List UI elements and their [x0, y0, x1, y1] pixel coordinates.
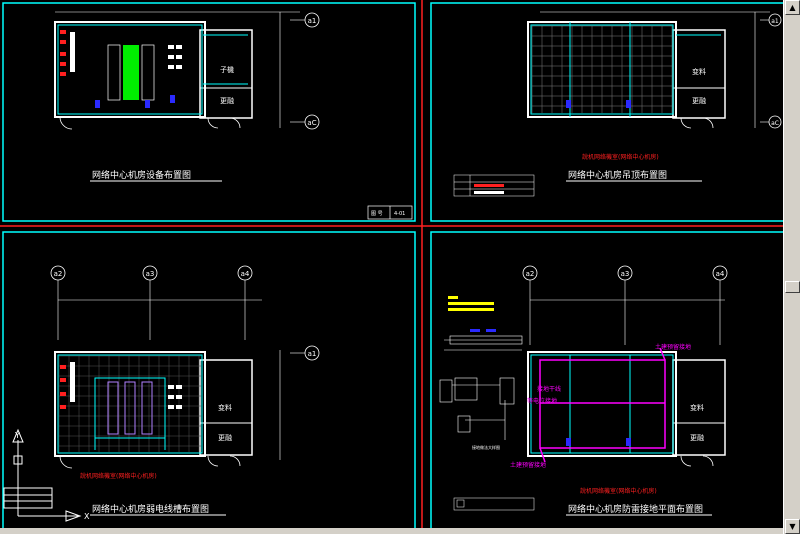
svg-text:图 号: 图 号	[371, 211, 383, 217]
svg-text:a1: a1	[308, 350, 317, 358]
svg-text:接地干线: 接地干线	[537, 385, 561, 393]
svg-text:更融: 更融	[692, 96, 706, 105]
svg-text:更融: 更融	[220, 96, 234, 105]
svg-text:子機: 子機	[220, 65, 234, 74]
svg-text:a1: a1	[771, 18, 779, 25]
sheet-borders	[2, 2, 783, 534]
svg-text:变料: 变料	[690, 403, 704, 412]
svg-text:a3: a3	[621, 270, 630, 278]
svg-text:說机网络機室(网络中心机房): 說机网络機室(网络中心机房)	[80, 472, 157, 480]
panel-1-title: 网络中心机房设备布置图	[92, 169, 191, 181]
svg-text:a4: a4	[716, 270, 725, 278]
panel-3-title: 网络中心机房弱电线槽布置图	[92, 503, 209, 515]
panel-2-plan: a1 aC 变料 更融 說机网络機室(网络中心机房) 网络中心机房吊顶布置图	[453, 11, 782, 197]
vertical-scrollbar[interactable]: ▲ ▼	[783, 0, 800, 534]
ucs-icon	[3, 428, 82, 522]
cursor-crosshair	[0, 0, 783, 534]
svg-text:a1: a1	[308, 17, 317, 25]
svg-text:a2: a2	[54, 270, 63, 278]
panel-1-plan: a1 aC 子機 更融 网络中心机房设备布置图 图 号 4-01	[54, 11, 413, 220]
svg-text:aC: aC	[307, 119, 316, 127]
scroll-up-button[interactable]: ▲	[785, 0, 800, 15]
svg-text:土建预留接地: 土建预留接地	[510, 461, 546, 469]
scroll-down-button[interactable]: ▼	[785, 519, 800, 534]
svg-text:变料: 变料	[218, 403, 232, 412]
layout-tab-bar[interactable]	[0, 528, 783, 534]
svg-text:变料: 变料	[692, 67, 706, 76]
svg-text:a2: a2	[526, 270, 535, 278]
ucs-x-label: X	[84, 512, 90, 521]
svg-text:土建预留接地: 土建预留接地	[655, 343, 691, 351]
svg-text:說机网络機室(网络中心机房): 說机网络機室(网络中心机房)	[582, 153, 659, 161]
grounding-detail: 接地做法大样图	[439, 296, 523, 450]
scroll-thumb[interactable]	[785, 281, 800, 293]
svg-text:說机网络機室(网络中心机房): 說机网络機室(网络中心机房)	[580, 487, 657, 495]
panel-3-plan: a2 a3 a4 a1	[50, 265, 320, 516]
svg-text:a4: a4	[241, 270, 250, 278]
svg-text:更融: 更融	[218, 433, 232, 442]
cad-drawing: a1 aC 子機 更融 网络中心机房设备布置图 图 号 4-01	[0, 0, 783, 534]
svg-text:a3: a3	[146, 270, 155, 278]
svg-text:4-01: 4-01	[394, 211, 405, 217]
svg-text:接地做法大样图: 接地做法大样图	[472, 444, 500, 450]
ucs-y-label: Y	[14, 431, 20, 440]
svg-text:aC: aC	[771, 120, 779, 127]
panel-2-title: 网络中心机房吊顶布置图	[568, 169, 667, 181]
svg-text:更融: 更融	[690, 433, 704, 442]
cad-drawing-canvas[interactable]: a1 aC 子機 更融 网络中心机房设备布置图 图 号 4-01	[0, 0, 783, 534]
panel-4-title: 网络中心机房防雷接地平面布置图	[568, 503, 703, 515]
svg-text:等电位接地: 等电位接地	[527, 397, 557, 405]
panel-4-plan: a2 a3 a4 变料 更融 土建预留接地 接地干线 等电位接地 土建预留接地	[439, 265, 728, 516]
